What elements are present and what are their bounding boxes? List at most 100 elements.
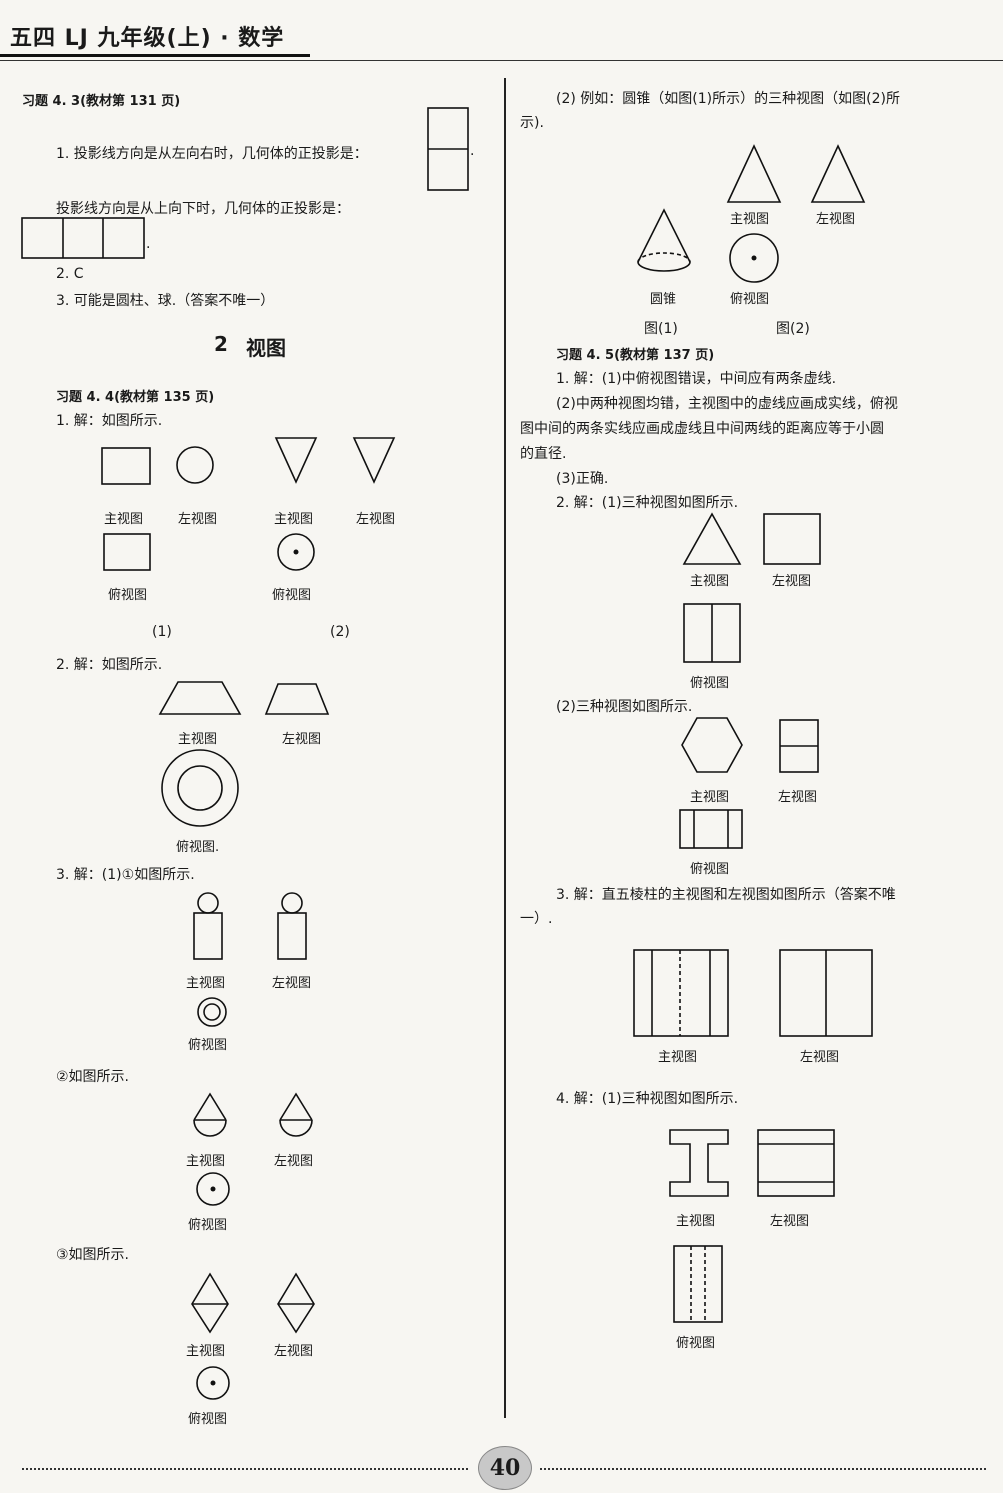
fig-label-1: (1) <box>152 624 172 640</box>
footer-dots-left <box>22 1468 468 1470</box>
caption-front: 主视图 <box>186 1154 226 1169</box>
ex45-q1e: (3)正确. <box>556 471 609 487</box>
q2-1-front-triangle <box>682 512 742 565</box>
q2-2-front-hexagon <box>681 717 743 773</box>
ex45-q1c: 图中间的两条实线应画成虚线且中间两线的距离应等于小圆 <box>520 421 884 437</box>
ex44-q3c: ③如图所示. <box>56 1247 130 1263</box>
caption-top: 俯视图 <box>676 1336 716 1351</box>
period-1: . <box>470 143 475 159</box>
q2-2-left-rect-split <box>779 719 819 773</box>
caption-front: 主视图 <box>658 1050 698 1065</box>
caption-left: 左视图 <box>816 212 856 227</box>
caption-left: 左视图 <box>274 1344 314 1359</box>
q3-front-pentaprism <box>633 949 729 1037</box>
caption-left: 左视图 <box>800 1050 840 1065</box>
ex43-q1a: 1. 投影线方向是从左向右时，几何体的正投影是： <box>56 146 368 162</box>
ex45-q2b: (2)三种视图如图所示. <box>556 699 693 715</box>
ex45-q1a: 1. 解：(1)中俯视图错误，中间应有两条虚线. <box>556 371 837 387</box>
exercise-4-3-title: 习题 4. 3(教材第 131 页) <box>22 94 181 109</box>
caption-left: 左视图 <box>778 790 818 805</box>
q1-1-front-rect <box>101 447 151 485</box>
q1-2-top-circle-dot <box>277 533 315 571</box>
caption-left: 左视图 <box>282 732 322 747</box>
ex44-q1: 1. 解：如图所示. <box>56 413 163 429</box>
q4-top-rect-dashed <box>673 1245 723 1323</box>
ex45-q4: 4. 解：(1)三种视图如图所示. <box>556 1091 739 1107</box>
caption-front: 主视图 <box>274 512 314 527</box>
ex43-q3: 3. 可能是圆柱、球.（答案不唯一） <box>56 293 275 309</box>
fig1-label: 图(1) <box>644 321 678 337</box>
caption-top: 俯视图 <box>188 1218 228 1233</box>
caption-front: 主视图 <box>690 574 730 589</box>
caption-front: 主视图 <box>186 1344 226 1359</box>
caption-top: 俯视图 <box>188 1412 228 1427</box>
caption-top: 俯视图. <box>176 840 220 855</box>
caption-top: 俯视图 <box>272 588 312 603</box>
footer-dots-right <box>540 1468 986 1470</box>
q3-left-pentaprism <box>779 949 873 1037</box>
section-title: 视图 <box>246 336 286 360</box>
caption-cone: 圆锥 <box>650 292 677 307</box>
q3-2-left-view <box>279 1092 313 1137</box>
page-number: 40 <box>478 1446 532 1490</box>
q2-1-top-rect-split <box>683 603 741 663</box>
q3-1-top-concentric <box>197 997 227 1027</box>
fig-label-2: (2) <box>330 624 350 640</box>
caption-top: 俯视图 <box>188 1038 228 1053</box>
cone-text-2: 示). <box>520 115 544 131</box>
q1-1-top-rect <box>103 533 151 571</box>
caption-top: 俯视图 <box>690 862 730 877</box>
cone-3d-figure <box>637 208 691 272</box>
q3-1-front-view <box>193 892 223 960</box>
q3-2-front-view <box>193 1092 227 1137</box>
caption-front: 主视图 <box>730 212 770 227</box>
header-rule-thin <box>0 60 1003 61</box>
caption-front: 主视图 <box>186 976 226 991</box>
header-title: 五四 LJ 九年级(上) · 数学 <box>10 26 285 51</box>
q1-2-front-triangle <box>274 437 318 484</box>
fig2-label: 图(2) <box>776 321 810 337</box>
exercise-4-4-title: 习题 4. 4(教材第 135 页) <box>56 390 215 405</box>
caption-left: 左视图 <box>772 574 812 589</box>
ex45-q1d: 的直径. <box>520 446 567 462</box>
caption-left: 左视图 <box>274 1154 314 1169</box>
caption-front: 主视图 <box>104 512 144 527</box>
q1-2-left-triangle <box>352 437 396 484</box>
q2-top-ring <box>161 749 239 827</box>
header-rule-thick <box>0 54 310 57</box>
caption-front: 主视图 <box>690 790 730 805</box>
caption-front: 主视图 <box>676 1214 716 1229</box>
cone-left-triangle <box>810 144 866 203</box>
ex44-q3b: ②如图所示. <box>56 1069 130 1085</box>
ex45-q1b: (2)中两种视图均错，主视图中的虚线应画成实线，俯视 <box>556 396 898 412</box>
ex44-q3: 3. 解：(1)①如图所示. <box>56 867 195 883</box>
ex43-q2: 2. C <box>56 266 84 282</box>
ex45-q3a: 3. 解：直五棱柱的主视图和左视图如图所示（答案不唯 <box>556 887 896 903</box>
cone-top-circle-dot <box>729 233 779 283</box>
exercise-4-5-title: 习题 4. 5(教材第 137 页) <box>556 348 715 363</box>
q2-2-top-rect-three <box>679 809 743 849</box>
ex45-q2: 2. 解：(1)三种视图如图所示. <box>556 495 739 511</box>
ex44-q2: 2. 解：如图所示. <box>56 657 163 673</box>
q2-front-trapezoid <box>158 681 242 715</box>
q1-1-left-circle <box>176 446 214 484</box>
q4-front-ibeam <box>669 1129 729 1197</box>
column-divider <box>504 78 506 1418</box>
caption-top: 俯视图 <box>730 292 770 307</box>
caption-front: 主视图 <box>178 732 218 747</box>
projection-vertical-rects <box>427 107 469 191</box>
q3-2-top-circle-dot <box>196 1172 230 1206</box>
period-2: . <box>146 236 151 252</box>
ex45-q3b: 一）. <box>520 911 553 927</box>
caption-left: 左视图 <box>178 512 218 527</box>
cone-text-1: (2) 例如：圆锥（如图(1)所示）的三种视图（如图(2)所 <box>556 91 900 107</box>
cone-front-triangle <box>726 144 782 203</box>
caption-top: 俯视图 <box>690 676 730 691</box>
q3-3-left-view <box>277 1272 315 1334</box>
q2-1-left-rect <box>763 513 821 565</box>
ex43-q1b: 投影线方向是从上向下时，几何体的正投影是： <box>56 201 350 217</box>
section-number: 2 <box>214 332 228 356</box>
caption-left: 左视图 <box>770 1214 810 1229</box>
q3-3-top-circle-dot <box>196 1366 230 1400</box>
q2-left-trapezoid <box>264 683 330 715</box>
